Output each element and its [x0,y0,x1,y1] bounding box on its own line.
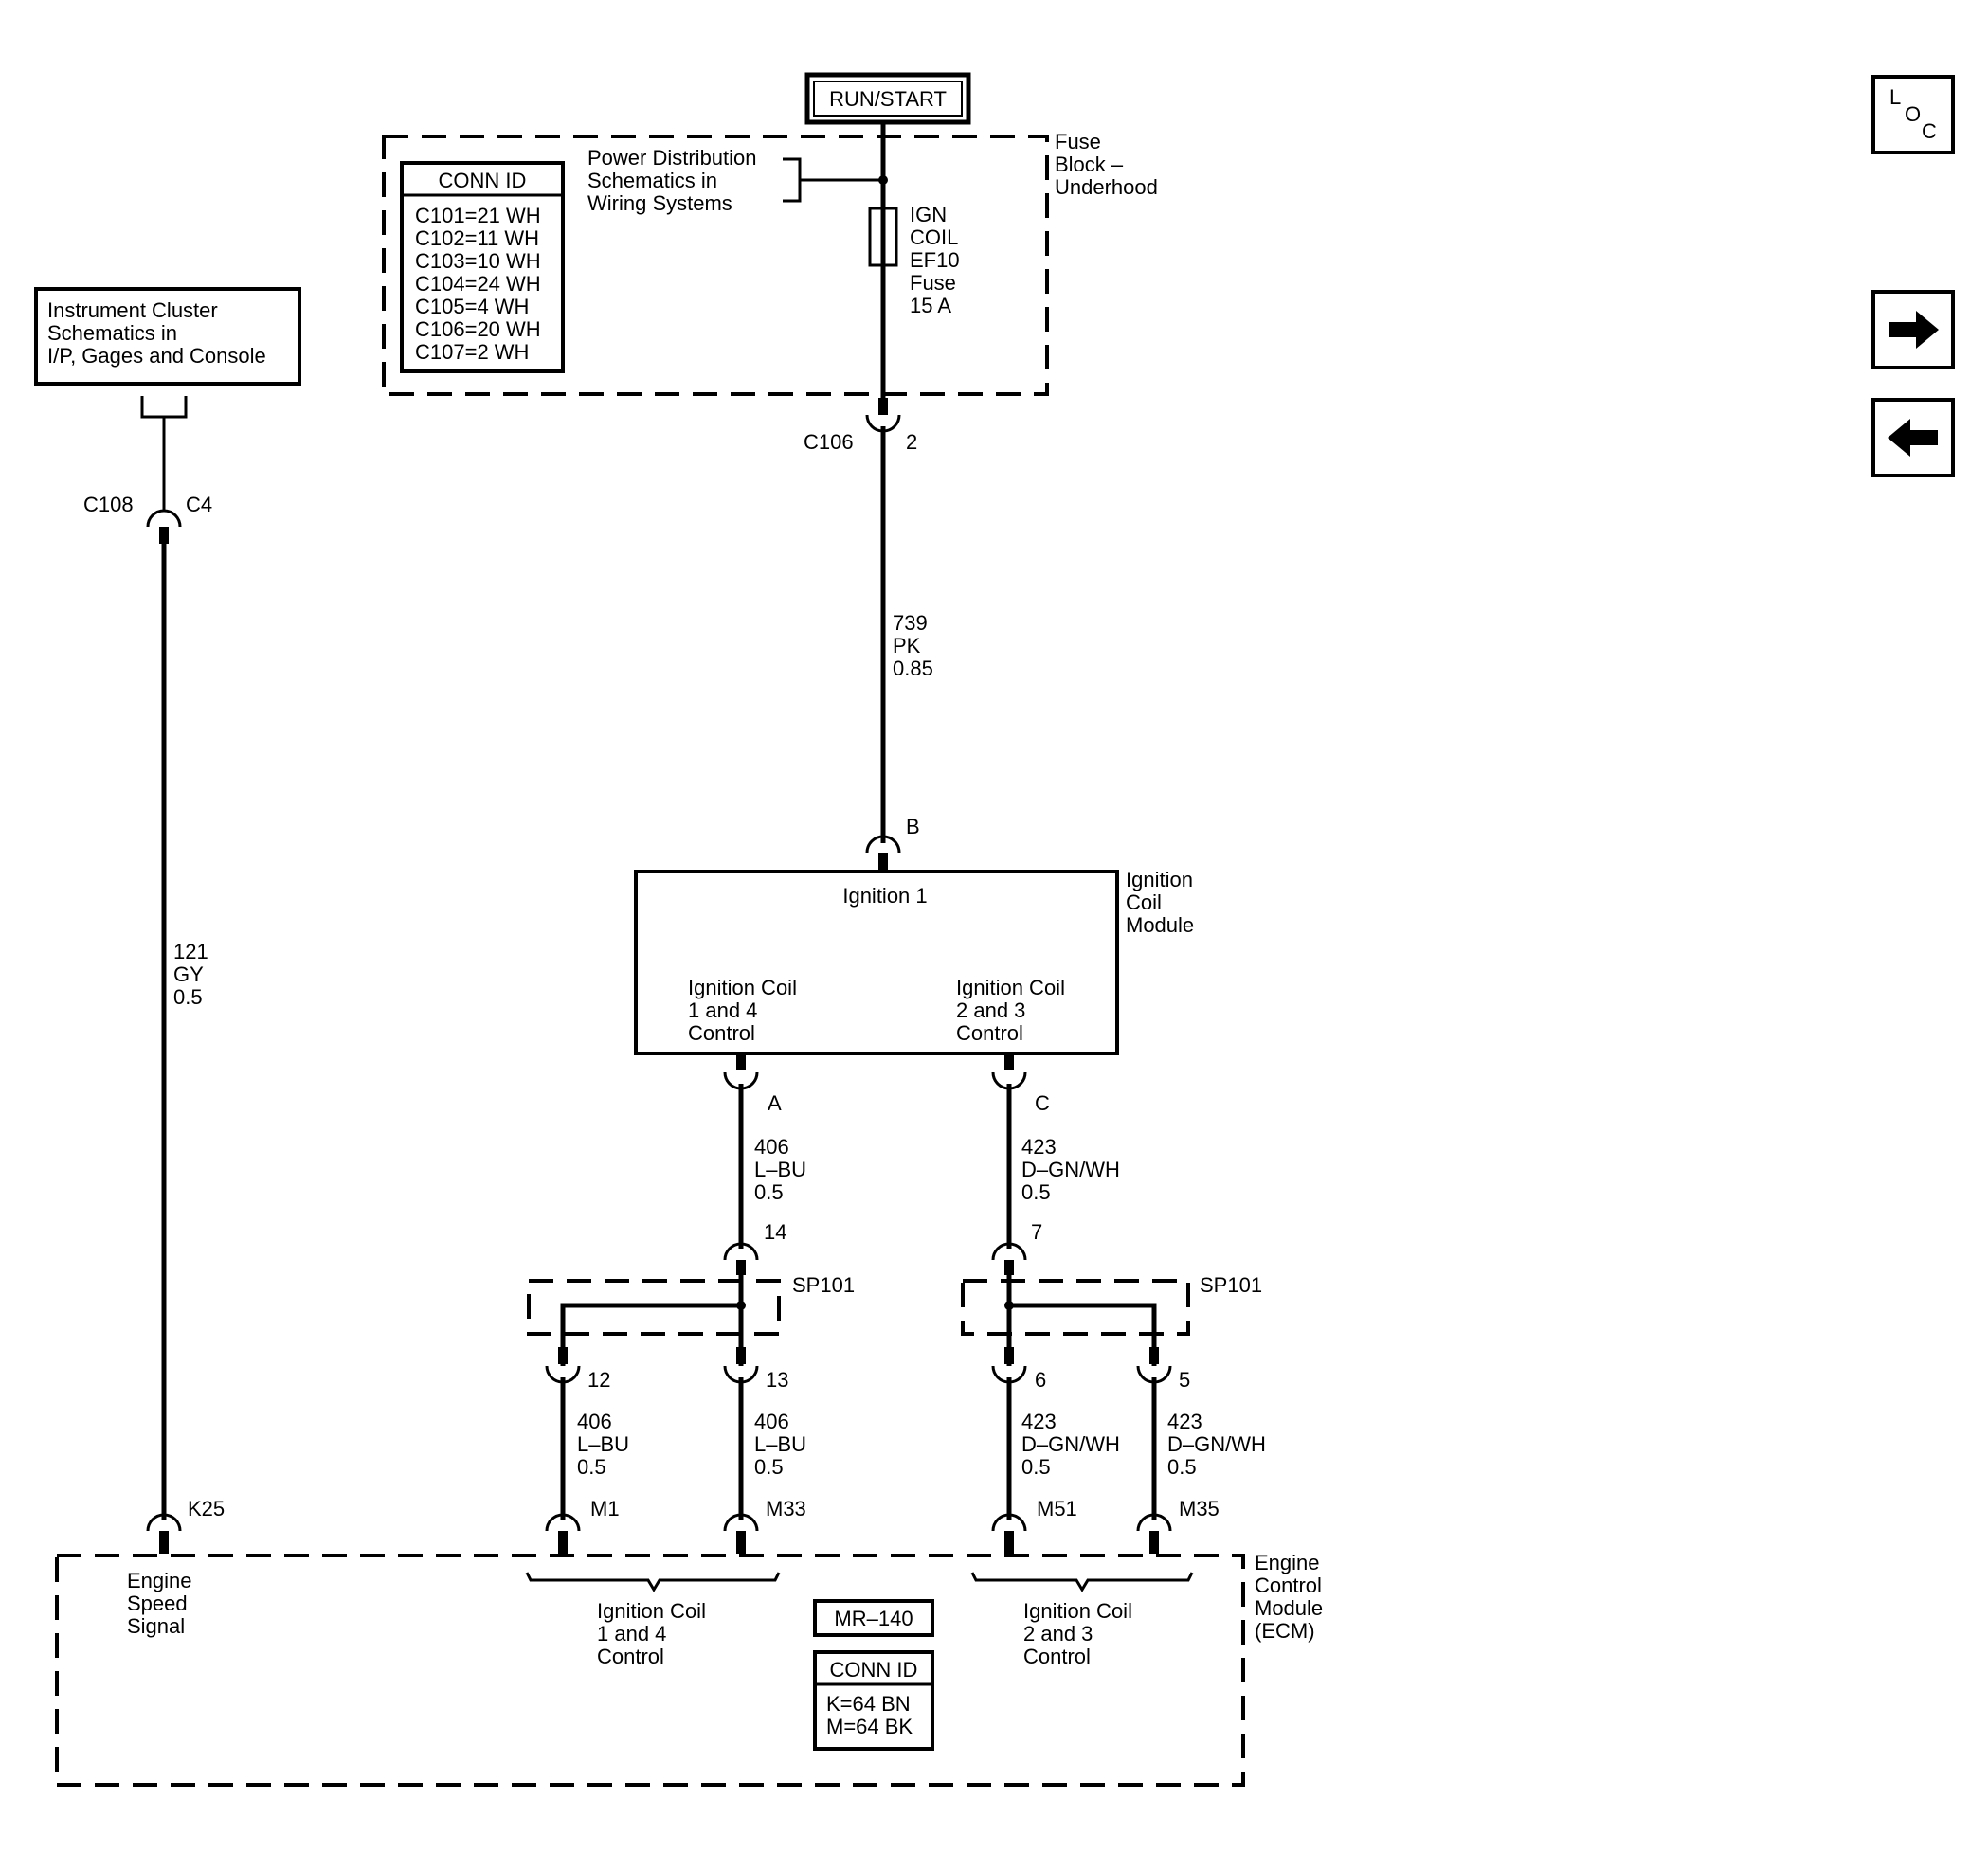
icm-pin-a-label: A [768,1091,782,1115]
splice-pin-6-label: 6 [1035,1368,1046,1392]
svg-text:C101=21 WH C102=11 WH: C101=21 WH C102=11 WH C103=10 WH C104=24… [415,204,547,364]
svg-text:Instrument Cluster Schem: Instrument Cluster Schematics in I/P, Ga… [47,298,266,368]
icm-connector-b [865,835,901,870]
wire-406-upper-label: 406 L–BU 0.5 [754,1135,812,1204]
wire-423-m51-label: 423 D–GN/WH 0.5 [1021,1410,1126,1479]
svg-text:K=64 BN M=64 BK: K=64 BN M=64 BK [826,1692,916,1738]
splice-left-input-pin: 14 [764,1220,786,1244]
ignition-coil-module [634,870,1119,1055]
icm-pin-c-label: C [1035,1091,1050,1115]
ecm-pin-k25-label: K25 [188,1497,225,1520]
ecm-brace-ctrl23 [970,1572,1194,1592]
svg-text:L: L [1889,85,1901,109]
ecm-speed-signal-label: Engine Speed Signal [127,1569,198,1638]
fuse-block-outline [382,135,1049,396]
splice-right-input-connector [991,1242,1027,1275]
splice-pin-5-label: 5 [1179,1368,1190,1392]
run-start-label: RUN/START [804,72,971,125]
splice-right-outline [961,1279,1190,1336]
connector-c106 [865,398,901,433]
power-distribution-reference: Power Distribution Schematics in Wiring … [587,146,763,215]
ecm-connector-m35 [1136,1513,1172,1554]
svg-text:RUN/START: RUN/START [829,87,947,111]
ecm-brace-ctrl14 [525,1572,781,1592]
prev-page-button[interactable] [1871,398,1955,477]
svg-text:MR–140: MR–140 [834,1607,913,1630]
icm-connector-a [723,1053,759,1090]
splice-right-input-pin: 7 [1031,1220,1042,1244]
ecm-pin-m51-label: M51 [1037,1497,1077,1520]
connector-c108 [146,509,182,544]
wire-423-m35-label: 423 D–GN/WH 0.5 [1167,1410,1272,1479]
wire-121-label: 121 GY 0.5 [173,940,214,1009]
ecm-connector-m51 [991,1513,1027,1554]
fuse-block-conn-id-table: CONN ID C101=21 WH C102=11 WH C103=10 WH… [400,161,565,373]
ecm-code-box: MR–140 [813,1599,934,1637]
svg-text:O: O [1905,102,1921,126]
ecm-pin-m1-label: M1 [590,1497,620,1520]
next-page-button[interactable] [1871,290,1955,369]
ecm-connector-k25 [146,1513,182,1554]
ecm-pin-m33-label: M33 [766,1497,806,1520]
fuse-block-label: Fuse Block – Underhood [1055,130,1158,199]
power-distribution-bracket [783,157,883,203]
connector-c108-pin: C4 [186,493,212,516]
connector-c106-label: C106 [804,430,854,454]
svg-text:C: C [1922,119,1937,143]
instrument-cluster-reference: Instrument Cluster Schematics in I/P, Ga… [34,287,301,386]
wire-406-m33-label: 406 L–BU 0.5 [754,1410,812,1479]
ecm-outline [55,1554,1245,1787]
icm-ctrl23-label: Ignition Coil 2 and 3 Control [956,976,1071,1045]
splice-left-outline [527,1279,781,1336]
connector-c106-pin: 2 [906,430,917,454]
ign-coil-fuse-label: IGN COIL EF10 Fuse 15 A [910,203,966,317]
ecm-name-label: Engine Control Module (ECM) [1255,1551,1328,1643]
splice-left-input-connector [723,1242,759,1275]
connector-c108-label: C108 [83,493,134,516]
ecm-connector-m1 [545,1513,581,1554]
splice-left-bus [560,1275,744,1366]
ecm-pin-m35-label: M35 [1179,1497,1220,1520]
icm-ignition1-label: Ignition 1 [842,884,927,908]
wire-423-upper-label: 423 D–GN/WH 0.5 [1021,1135,1126,1204]
splice-right-bus [1006,1275,1157,1366]
icm-connector-c [991,1053,1027,1090]
arrow-right-icon [1889,311,1939,349]
ecm-ctrl23-label: Ignition Coil 2 and 3 Control [1023,1599,1138,1668]
cluster-bracket [140,396,188,512]
wire-406-m1-label: 406 L–BU 0.5 [577,1410,635,1479]
loc-button[interactable]: L O C [1871,75,1955,154]
wire-739-label: 739 PK 0.85 [893,611,933,680]
arrow-left-icon [1888,419,1938,457]
svg-text:CONN ID: CONN ID [830,1658,918,1682]
splice-right-label: SP101 [1200,1273,1262,1297]
icm-name-label: Ignition Coil Module [1126,868,1199,937]
ecm-connector-m33 [723,1513,759,1554]
icm-pin-b-label: B [906,815,920,838]
svg-text:CONN ID: CONN ID [439,169,527,192]
ecm-ctrl14-label: Ignition Coil 1 and 4 Control [597,1599,712,1668]
splice-left-label: SP101 [792,1273,855,1297]
splice-pin-13-label: 13 [766,1368,788,1392]
ecm-conn-id-table: CONN ID K=64 BN M=64 BK [813,1650,934,1751]
icm-ctrl14-label: Ignition Coil 1 and 4 Control [688,976,803,1045]
splice-pin-12-label: 12 [587,1368,610,1392]
